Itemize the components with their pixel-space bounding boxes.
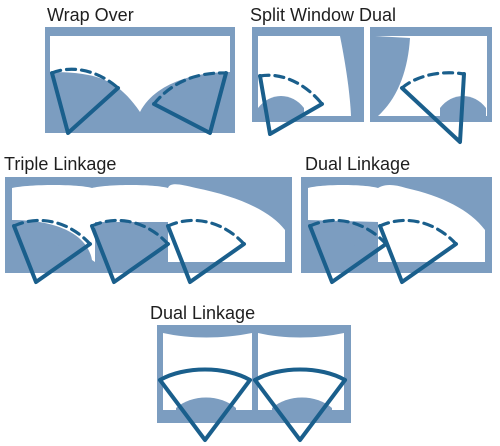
wiper-blade — [378, 224, 458, 284]
wiper-blade — [12, 224, 92, 284]
diagram-title-dual-linkage: Dual Linkage — [305, 154, 411, 174]
wiper-sweep-arc — [253, 367, 347, 382]
dual-linkage-glass — [308, 185, 485, 262]
diagram-title-wrap-over: Wrap Over — [47, 5, 134, 25]
wiper-sweep-arc — [258, 73, 324, 106]
wiper-sweep-arc — [166, 218, 246, 246]
wiper-blade — [253, 378, 347, 442]
wiper-blade — [158, 378, 252, 442]
pivot-mound — [258, 96, 304, 122]
wiper-blade — [90, 224, 170, 284]
diagram-title-triple-linkage: Triple Linkage — [4, 154, 117, 174]
wiper-sweep-arc — [152, 71, 228, 106]
glass-areas — [12, 36, 487, 410]
wiper-blade — [308, 224, 388, 284]
wiper-sweep-arc — [50, 67, 120, 90]
wrap-over-glass — [50, 36, 230, 112]
split-window-left-glass — [258, 36, 351, 116]
wiper-blade — [258, 74, 324, 136]
pivot-mound — [308, 240, 362, 273]
wiper-blade — [152, 71, 228, 135]
wiper-sweep-arc — [378, 218, 458, 246]
pivot-mound — [186, 98, 234, 133]
diagram-title-dual-linkage-bottom: Dual Linkage — [150, 303, 256, 323]
wiper-sweep-arc — [158, 367, 252, 382]
wiper-blade — [50, 71, 120, 135]
wiper-blade — [400, 72, 466, 144]
wiper-sweeps — [12, 67, 466, 442]
wiper-sweep-arc — [400, 71, 466, 90]
wiper-sweep-arc — [12, 218, 92, 246]
triple-linkage-glass — [12, 184, 285, 262]
wiper-sweep-arc — [308, 218, 388, 246]
pivot-mound — [12, 240, 66, 273]
wiper-sweep-arc — [90, 218, 170, 246]
diagram-title-split-window-dual: Split Window Dual — [250, 5, 397, 25]
wiper-blade — [166, 224, 246, 284]
